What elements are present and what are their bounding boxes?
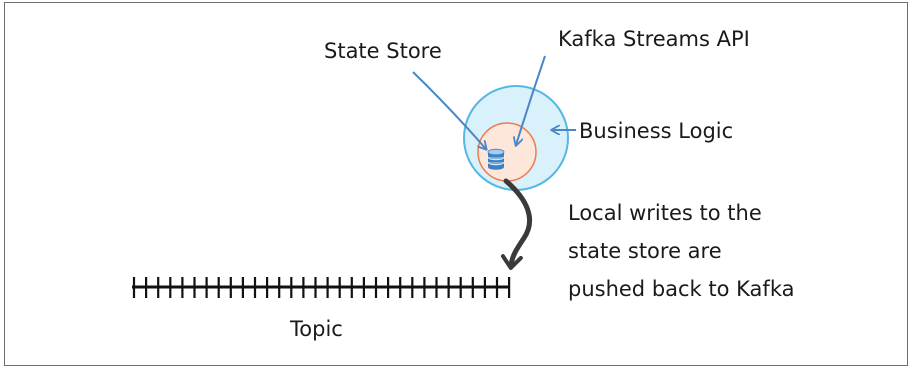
state-store-label: State Store — [324, 39, 442, 63]
write-back-arrow — [500, 178, 533, 270]
write-back-note-line-1: Local writes to the — [568, 201, 762, 225]
kafka-streams-api-pointer-arrow — [516, 55, 546, 145]
topic-label: Topic — [289, 317, 343, 341]
kafka-streams-api-circle — [477, 122, 537, 182]
write-back-note: Local writes to the state store are push… — [568, 201, 794, 301]
business-logic-label: Business Logic — [579, 119, 733, 143]
topic-log-ticks — [132, 277, 511, 298]
write-back-note-line-3: pushed back to Kafka — [568, 277, 794, 301]
kafka-streams-api-label: Kafka Streams API — [558, 27, 750, 51]
database-icon — [487, 148, 505, 170]
diagram-frame — [4, 2, 908, 366]
write-back-note-line-2: state store are — [568, 239, 722, 263]
topic-log — [132, 277, 511, 298]
state-store-pointer-arrow — [412, 71, 486, 149]
